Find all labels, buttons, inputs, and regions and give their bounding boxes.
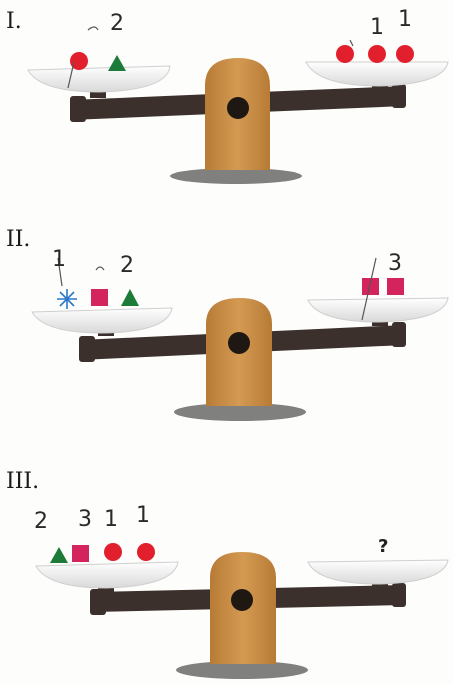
green-triangle-icon <box>121 289 139 306</box>
fulcrum-shadow <box>176 661 308 679</box>
panel-2: II. 1 2 3 <box>6 227 449 421</box>
beam-end-left <box>70 96 86 122</box>
fulcrum-shadow <box>174 403 306 421</box>
annotation: 3 <box>78 507 92 532</box>
pencil-mark <box>95 266 105 271</box>
left-pan <box>27 65 171 93</box>
pencil-mark <box>361 257 377 321</box>
annotation: 1 <box>136 503 150 528</box>
annotation: 2 <box>34 509 48 534</box>
panel-1: I. 2 1 1 <box>6 7 449 184</box>
pink-square-icon <box>72 545 89 562</box>
right-pan <box>307 559 449 585</box>
beam-end-left <box>79 336 95 362</box>
red-circle-icon <box>104 543 122 561</box>
red-circle-icon <box>70 52 88 70</box>
green-triangle-icon <box>108 55 126 71</box>
annotation: 1 <box>52 247 66 272</box>
red-circle-icon <box>368 45 386 63</box>
pencil-mark <box>67 61 75 89</box>
green-triangle-icon <box>50 547 68 563</box>
panel-label: III. <box>6 469 39 494</box>
annotation: 1 <box>398 7 412 32</box>
pivot <box>227 97 249 119</box>
red-circle-icon <box>336 45 354 63</box>
annotation: 1 <box>370 15 384 40</box>
panel-3: III. 2 3 1 1 ? <box>6 469 449 679</box>
question-mark: ? <box>378 536 388 557</box>
right-pan <box>307 297 449 323</box>
beam-end-right <box>392 322 406 347</box>
right-pan <box>305 61 449 87</box>
pink-square-icon <box>91 289 108 306</box>
beam-end-right <box>392 84 406 108</box>
beam-end-right <box>392 583 406 607</box>
annotation: 1 <box>104 507 118 532</box>
annotation: 2 <box>120 253 134 278</box>
pencil-mark <box>57 257 63 287</box>
red-circle-icon <box>396 45 414 63</box>
fulcrum-shadow <box>170 168 302 184</box>
panel-label: I. <box>6 9 22 34</box>
pivot <box>228 332 250 354</box>
pencil-mark <box>87 26 99 31</box>
pink-square-icon <box>387 278 404 295</box>
annotation: 2 <box>110 11 124 36</box>
blue-snowflake-icon <box>57 289 77 309</box>
red-circle-icon <box>137 543 155 561</box>
annotation: 3 <box>388 251 402 276</box>
pivot <box>231 589 253 611</box>
left-pan <box>35 561 179 589</box>
panel-label: II. <box>6 227 30 252</box>
left-pan <box>31 307 173 334</box>
pink-square-icon <box>362 278 379 295</box>
pencil-mark <box>349 39 354 47</box>
beam-end-left <box>90 589 106 615</box>
